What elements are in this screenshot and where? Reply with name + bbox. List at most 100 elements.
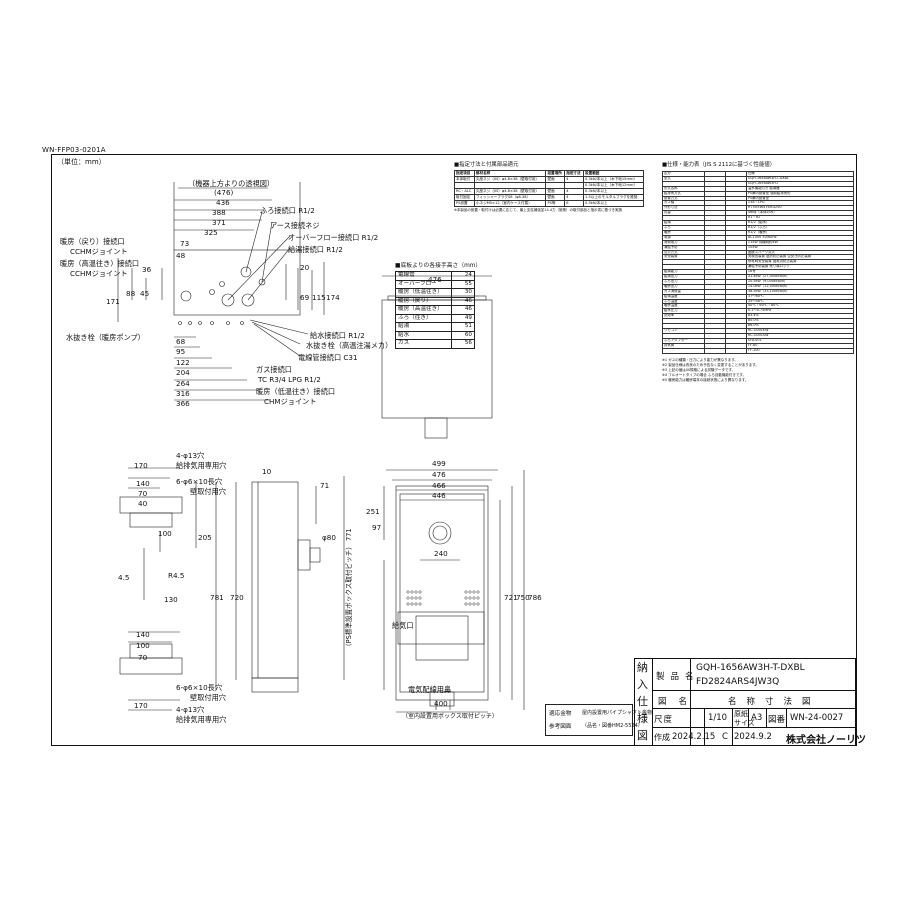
dim-130: 130 [164, 595, 178, 604]
attachment-cell: 0.5kN/本以上 [583, 200, 644, 207]
dim-70-bottom: 70 [138, 653, 148, 662]
label-exhaust: 給気口 [392, 621, 414, 630]
dim-170-bottom: 170 [134, 701, 148, 710]
callout-heat-high-sub: CCHMジョイント [70, 269, 128, 278]
dim-115: 115 [312, 293, 326, 302]
fitting-height-label: オーバーフロー [395, 279, 452, 289]
revision-label: C [722, 732, 728, 742]
dim-316: 316 [176, 389, 190, 398]
callout-heat-low-sub: CHMジョイント [264, 397, 317, 406]
label-phi80: φ80 [322, 533, 336, 542]
dim-73: 73 [180, 239, 189, 248]
dim-781: 781 [210, 593, 224, 602]
fitting-height-value: 55 [451, 279, 475, 289]
attachment-cell: 丸座ネジ（JIS）φ4.8×38（壁取付用） [473, 176, 547, 183]
dim-446: 446 [432, 491, 446, 500]
side-char-1: 納 [637, 661, 648, 674]
scale-label: 尺度 [654, 715, 674, 725]
scale-value: 1/10 [708, 713, 728, 723]
dim-171: 171 [106, 297, 120, 306]
shaft-label-1: 適応金物 [549, 711, 572, 717]
fitting-height-row: 暖房（低温往き）30 [395, 288, 475, 298]
title-block [634, 658, 856, 746]
fitting-height-label: 暖房（低温往き） [395, 288, 452, 298]
dim-240: 240 [434, 549, 448, 558]
spec-row: FF-100 [661, 347, 855, 354]
fitting-height-value: 56 [451, 339, 475, 349]
callout-overflow: オーバーフロー接続口 R1/2 [288, 233, 378, 242]
spec-note: ※3 上記の値はJIS規格による試験データです。 [662, 367, 736, 372]
fitting-height-value: 51 [451, 322, 475, 332]
dim-70-top: 70 [138, 489, 148, 498]
label-mount-top: 壁取付用穴 [190, 487, 226, 496]
fitting-height-row: 暖房（高温往き）46 [395, 305, 475, 315]
label-bracket-bottom: 給排気用専用穴 [176, 715, 226, 724]
spec-note: ※2 製品仕様は改良のため予告なく変更することがあります。 [662, 362, 759, 367]
dim-4-5: 4.5 [118, 573, 129, 582]
dim-36: 36 [142, 265, 152, 274]
spec-cell [661, 347, 706, 354]
created-label: 作成 [654, 733, 670, 742]
perspective-caption: （機器上方よりの透視図） [188, 179, 274, 188]
fitting-height-value: 46 [451, 296, 475, 306]
dim-140-top: 140 [136, 479, 150, 488]
dim-170-top: 170 [134, 461, 148, 470]
model-label: 製品名 [656, 672, 700, 682]
dim-721: 721 [504, 593, 518, 602]
dim-400: 400 [434, 699, 448, 708]
callout-bath: ふろ接続口 R1/2 [260, 206, 315, 215]
side-char-5: 図 [637, 729, 648, 742]
size-label: サイズ [734, 719, 755, 727]
dim-204: 204 [176, 368, 190, 377]
drawing-name: 名称寸法図 [728, 697, 821, 707]
dim-325: 325 [204, 228, 218, 237]
spec-cell [725, 347, 747, 354]
attachment-cell: 0.3kN/本以上（木下地12mm） [583, 182, 644, 189]
fitting-height-label: ふろ（往き） [395, 313, 452, 323]
dim-68: 68 [176, 337, 186, 346]
callout-heat-high: 暖房（高温往き）接続口 [60, 259, 139, 268]
fitting-height-row: 暖房（戻り）46 [395, 296, 475, 306]
shaft-ref-2: （品名・図番HM2-5524） [582, 723, 643, 729]
created-date: 2024.2.15 [672, 732, 716, 742]
dim-69: 69 [300, 293, 310, 302]
callout-drain-pump: 水抜き栓（暖房ポンプ） [66, 333, 145, 342]
dim-750: 750 [516, 593, 530, 602]
label-hole-top: 4-φ13穴 [176, 451, 204, 460]
perspective-width: (476) [214, 188, 234, 197]
attachment-cell: PS設置 [454, 200, 475, 207]
label-hole-bottom: 4-φ13穴 [176, 705, 204, 714]
fitting-height-label: 給湯 [395, 322, 452, 332]
drawing-label: 図名 [658, 697, 700, 707]
shaft-ref-1: 屋内設置用パイプシャフト金物 [582, 710, 653, 716]
dim-499: 499 [432, 459, 446, 468]
spec-notes: ※1 ガスの種類・圧力により能力が異なります。※2 製品仕様は改良のため予告なく… [662, 358, 852, 383]
dim-97: 97 [372, 523, 381, 532]
title-block-side: 納 入 仕 様 図 [637, 659, 648, 744]
dim-45: 45 [140, 289, 149, 298]
dim-366: 366 [176, 399, 190, 408]
drawing-no: WN-24-0027 [790, 713, 844, 723]
attachment-grid: 指定項目部材名称設置場所指定寸法設置範囲本体取付丸座ネジ（JIS）φ4.8×38… [454, 170, 644, 207]
dim-388: 388 [212, 208, 226, 217]
dim-251: 251 [366, 507, 380, 516]
fitting-height-row: ふろ（往き）49 [395, 313, 475, 323]
fitting-height-label: 電線管 [395, 271, 452, 281]
dim-720: 720 [230, 593, 244, 602]
dim-786: 786 [528, 593, 542, 602]
dim-264: 264 [176, 379, 190, 388]
callout-gas: ガス接続口 [256, 365, 292, 374]
callout-drain-high: 水抜き栓（高温注湯メカ） [306, 341, 392, 350]
dim-122: 122 [176, 358, 190, 367]
side-char-4: 様 [637, 712, 648, 725]
